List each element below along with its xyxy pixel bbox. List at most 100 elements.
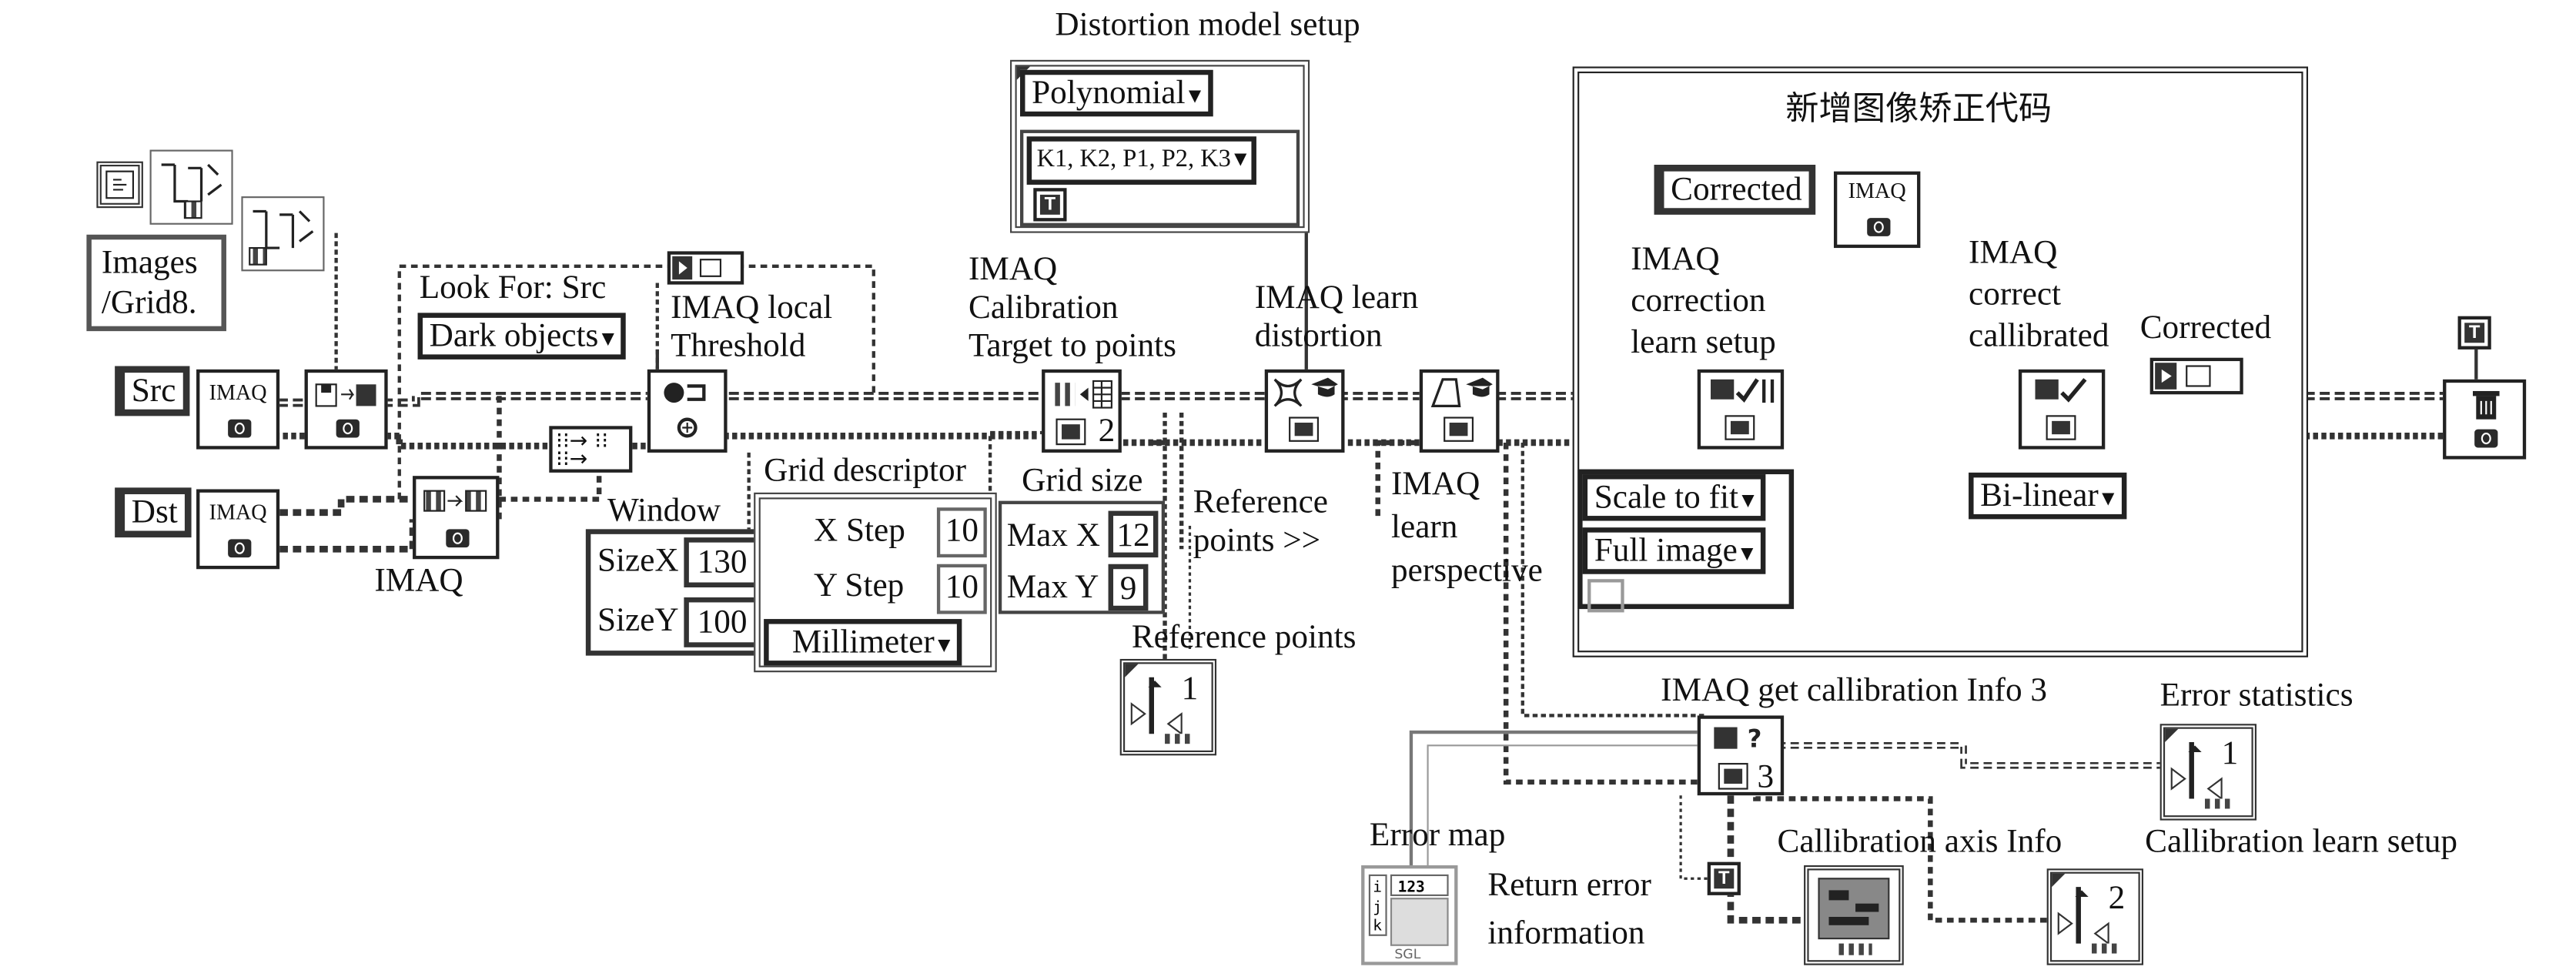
- grid-size-label: Grid size: [1022, 462, 1143, 500]
- grid-descriptor-label: Grid descriptor: [764, 452, 967, 490]
- imaq-create-corrected-label: IMAQ: [1848, 178, 1906, 203]
- return-error-information-label: Return error information: [1487, 867, 1651, 952]
- error-statistics-indicator: 1: [2159, 724, 2257, 821]
- learn-distortion-label: IMAQ learn distortion: [1254, 279, 1419, 355]
- calibration-learn-setup-label: Callibration learn setup: [2145, 823, 2457, 861]
- calibration-learn-setup-indicator: 2: [2046, 868, 2144, 965]
- x-step-value[interactable]: 10: [936, 507, 987, 558]
- boolean-constant[interactable]: [1033, 188, 1067, 222]
- boolean-led[interactable]: [1587, 579, 1624, 613]
- scale-to-fit-ring[interactable]: Scale to fit: [1582, 474, 1766, 521]
- dark-objects-ring[interactable]: Dark objects: [417, 313, 627, 360]
- return-error-boolean-constant[interactable]: [1707, 861, 1741, 895]
- build-path-icon-1: [149, 149, 233, 225]
- grid-descriptor-cluster: X Step 10 Y Step 10 Millimeter: [754, 492, 997, 673]
- imaq-create-src-node[interactable]: IMAQ: [196, 369, 280, 450]
- error-icon: [228, 539, 252, 558]
- calibration-axis-info-indicator: [1804, 865, 1904, 965]
- calibration-axis-info-label: Callibration axis Info: [1777, 823, 2062, 861]
- indicator-corner: [2052, 873, 2066, 888]
- y-step-label: Y Step: [813, 567, 905, 604]
- sizex-label: SizeX: [597, 542, 679, 580]
- imaq-dispose-node[interactable]: [2443, 379, 2527, 460]
- src-control[interactable]: Src: [115, 366, 189, 416]
- learn-setup-cluster: Scale to fit Full image: [1577, 469, 1795, 613]
- corrected-image-indicator: [2149, 357, 2243, 395]
- error-icon: [446, 529, 470, 548]
- correction-learn-setup-node[interactable]: [1697, 369, 1785, 450]
- indicator-corner: [1125, 664, 1139, 677]
- distortion-terms-array: K1, K2, P1, P2, K3: [1019, 129, 1300, 226]
- dispose-all-boolean-constant[interactable]: [2457, 316, 2491, 350]
- corrected-name-constant[interactable]: Corrected: [1654, 164, 1815, 215]
- error-statistics-instance: 1: [2221, 735, 2239, 772]
- images-grid-path-constant: Images /Grid8.: [86, 234, 226, 332]
- distortion-model-setup-title: Distortion model setup: [1055, 6, 1360, 44]
- imaq-copy-label: IMAQ: [374, 562, 463, 600]
- imaq-local-threshold-node[interactable]: [647, 369, 728, 453]
- error-icon: [2474, 429, 2498, 448]
- error-statistics-label: Error statistics: [2159, 677, 2354, 714]
- imaq-create-src-label: IMAQ: [209, 379, 267, 405]
- learn-perspective-label: IMAQ learn perspective: [1391, 466, 1543, 590]
- imaq-cast-node[interactable]: ⁝⁝→ ⁝⁝⁝⁝→: [549, 426, 633, 473]
- get-calibration-info-instance: 3: [1757, 758, 1775, 796]
- x-step-label: X Step: [813, 512, 905, 550]
- file-path-constant: [96, 161, 143, 209]
- full-image-ring[interactable]: Full image: [1582, 527, 1765, 574]
- max-y-label: Max Y: [1006, 569, 1099, 606]
- svg-text:123: 123: [1398, 878, 1425, 896]
- window-label: Window: [607, 492, 721, 530]
- image-display-indicator-top: [667, 251, 744, 285]
- imaq-local-threshold-label: IMAQ local Threshold: [671, 289, 833, 365]
- max-x-label: Max X: [1006, 517, 1100, 554]
- max-x-value[interactable]: 12: [1108, 510, 1159, 558]
- reference-points-graph-indicator: 1: [1119, 658, 1217, 756]
- learn-distortion-node[interactable]: [1264, 369, 1345, 453]
- indicator-corner: [2165, 728, 2179, 743]
- svg-text:SGL: SGL: [1394, 947, 1420, 962]
- look-for-label: Look For: Src: [419, 269, 607, 306]
- error-icon: [1867, 218, 1891, 236]
- sizey-label: SizeY: [597, 602, 679, 640]
- learn-perspective-node[interactable]: [1419, 369, 1500, 453]
- error-map-label: Error map: [1369, 817, 1506, 854]
- reference-points-label: Reference points: [1131, 619, 1357, 656]
- max-y-value[interactable]: 9: [1108, 564, 1149, 611]
- imaq-copy-node[interactable]: [413, 476, 500, 560]
- images-grid-path: Images /Grid8.: [101, 244, 198, 322]
- error-icon: [336, 419, 360, 438]
- correct-calibrated-label: IMAQ correct callibrated: [1969, 234, 2109, 355]
- build-path-icon-2: [241, 196, 325, 272]
- reference-points-instance: 1: [1181, 671, 1199, 707]
- corrected-indicator-label: Corrected: [2139, 309, 2272, 346]
- calibration-target-node[interactable]: 2: [1042, 369, 1122, 453]
- polynomial-ring[interactable]: Polynomial: [1019, 69, 1213, 117]
- sizey-value[interactable]: 100: [684, 597, 761, 647]
- cast-glyph: ⁝⁝→ ⁝⁝⁝⁝→: [555, 429, 609, 473]
- get-calibration-info-label: IMAQ get callibration Info 3: [1661, 672, 2048, 709]
- svg-text:?: ?: [1748, 724, 1762, 754]
- imaq-create-dst-node[interactable]: IMAQ: [196, 489, 280, 570]
- bi-linear-ring[interactable]: Bi-linear: [1969, 472, 2126, 520]
- image-correction-code-title: 新增图像矫正代码: [1785, 88, 2052, 129]
- svg-text:i: i: [1373, 878, 1382, 896]
- millimeter-ring[interactable]: Millimeter: [764, 619, 962, 666]
- calibration-target-label: IMAQ Calibration Target to points: [968, 251, 1176, 365]
- dst-control[interactable]: Dst: [115, 487, 192, 538]
- imaq-read-file-node[interactable]: [304, 369, 388, 450]
- imaq-create-corrected-node[interactable]: IMAQ: [1833, 171, 1921, 249]
- reference-points-arrow-label: Reference points >>: [1193, 483, 1328, 560]
- svg-text:k: k: [1373, 916, 1382, 934]
- y-step-value[interactable]: 10: [936, 564, 987, 614]
- grid-size-cluster: Max X 12 Max Y 9: [998, 500, 1166, 614]
- calibration-learn-setup-instance: 2: [2108, 880, 2126, 917]
- sizex-value[interactable]: 130: [684, 537, 761, 588]
- correction-learn-setup-label: IMAQ correction learn setup: [1631, 241, 1776, 362]
- calibration-target-instance: 2: [1098, 413, 1116, 450]
- correct-calibrated-node[interactable]: [2018, 369, 2106, 450]
- get-calibration-info-node[interactable]: ? 3: [1697, 715, 1785, 796]
- distortion-model-cluster: Polynomial K1, K2, P1, P2, K3: [1010, 59, 1310, 233]
- k-coefficients-ring[interactable]: K1, K2, P1, P2, K3: [1026, 136, 1257, 185]
